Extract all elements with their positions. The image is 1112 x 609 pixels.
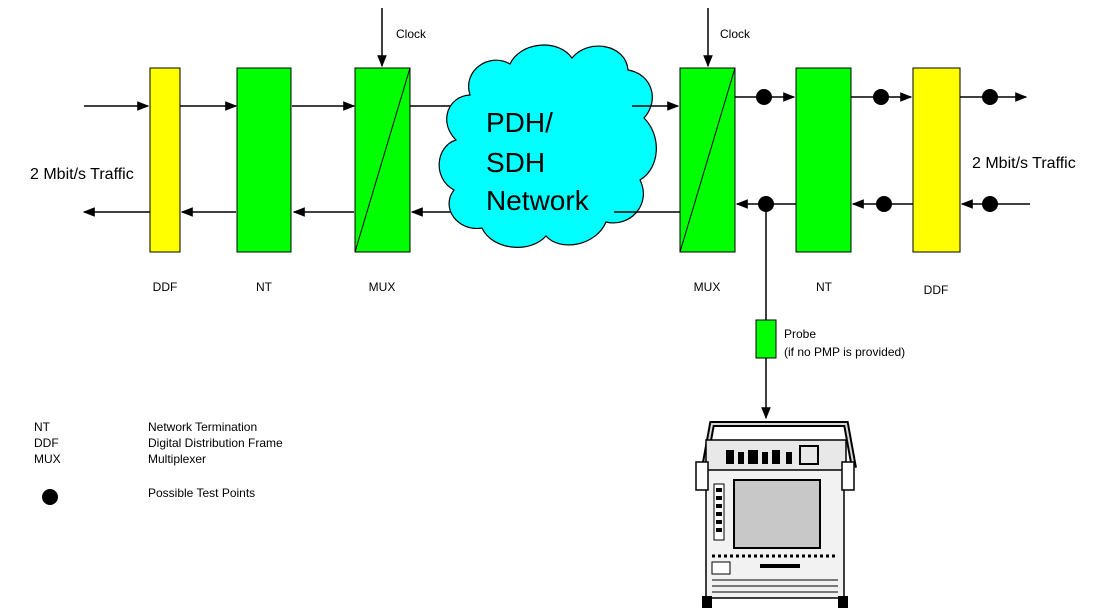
clock-label-right: Clock bbox=[720, 27, 751, 41]
ddf-block-left bbox=[149, 67, 181, 253]
ddf-label-right: DDF bbox=[924, 283, 949, 297]
cloud-label-line2: SDH bbox=[486, 147, 545, 178]
clock-label-left: Clock bbox=[396, 27, 427, 41]
nt-label-left: NT bbox=[256, 280, 273, 294]
legend-abbr-nt: NT bbox=[34, 420, 51, 434]
test-point-dot bbox=[982, 196, 998, 212]
mux-label-right: MUX bbox=[694, 280, 721, 294]
traffic-label-right: 2 Mbit/s Traffic bbox=[972, 155, 1076, 172]
legend-test-point-icon bbox=[42, 489, 58, 505]
legend-desc-mux: Multiplexer bbox=[148, 452, 206, 466]
legend-abbr-mux: MUX bbox=[34, 452, 61, 466]
test-analyzer-device bbox=[695, 421, 857, 608]
probe-label-line1: Probe bbox=[784, 327, 816, 341]
test-point-dot bbox=[756, 89, 772, 105]
test-point-dot bbox=[982, 89, 998, 105]
cloud-label-line3: Network bbox=[486, 185, 590, 216]
probe-box bbox=[755, 319, 777, 359]
mux-right-diagonal bbox=[679, 67, 736, 253]
legend-desc-nt: Network Termination bbox=[148, 420, 257, 434]
cloud-label-line1: PDH/ bbox=[486, 107, 553, 138]
ddf-label-left: DDF bbox=[153, 280, 178, 294]
test-point-dot bbox=[873, 89, 889, 105]
probe-label-line2: (if no PMP is provided) bbox=[784, 345, 905, 359]
legend-desc-ddf: Digital Distribution Frame bbox=[148, 436, 283, 450]
legend: NT Network Termination DDF Digital Distr… bbox=[34, 420, 283, 505]
mux-label-left: MUX bbox=[369, 280, 396, 294]
test-point-dot bbox=[876, 196, 892, 212]
nt-block-left bbox=[236, 67, 292, 253]
legend-desc-test-points: Possible Test Points bbox=[148, 486, 255, 500]
ddf-block-right bbox=[912, 67, 961, 253]
mux-left-diagonal bbox=[354, 67, 411, 253]
nt-block-right bbox=[795, 67, 852, 253]
nt-label-right: NT bbox=[816, 280, 833, 294]
legend-abbr-ddf: DDF bbox=[34, 436, 59, 450]
traffic-label-left: 2 Mbit/s Traffic bbox=[30, 166, 134, 183]
pdh-sdh-cloud bbox=[438, 44, 657, 248]
